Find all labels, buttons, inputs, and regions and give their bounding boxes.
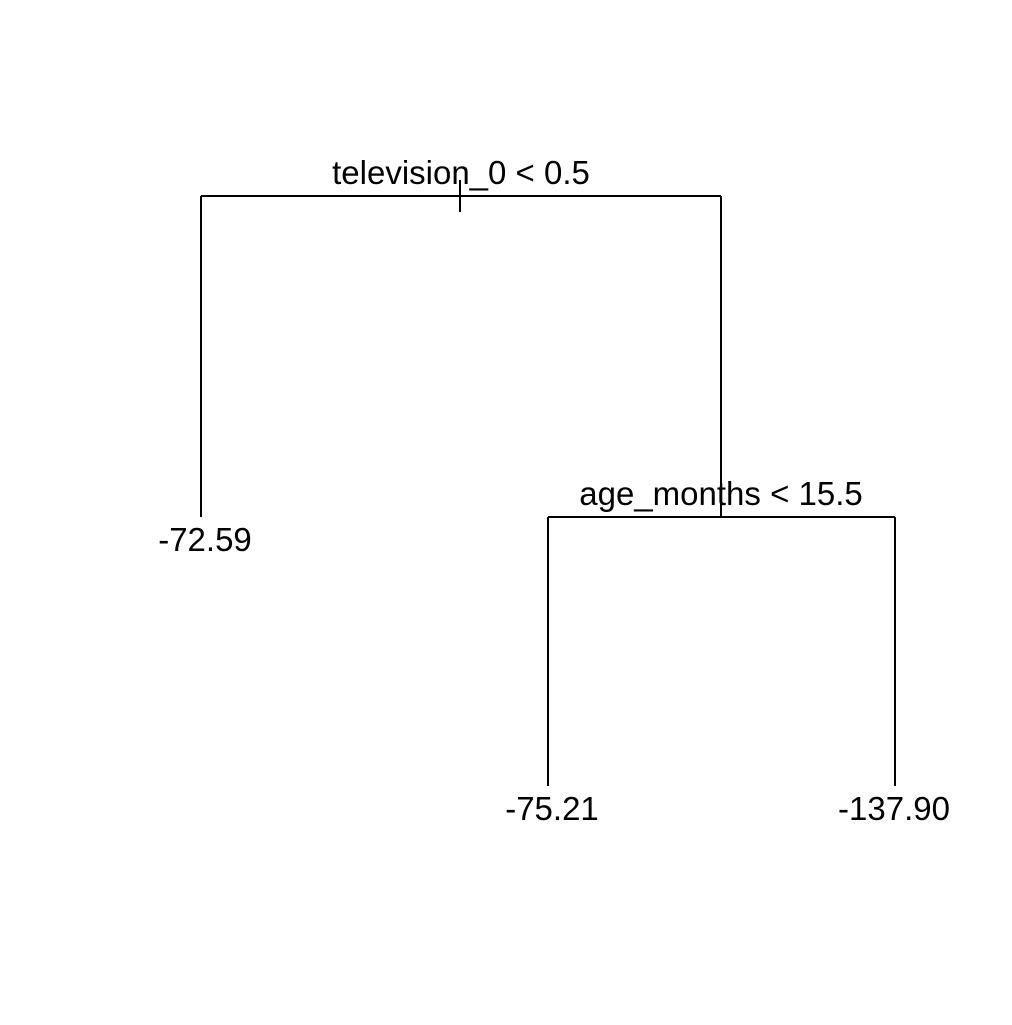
leaf-label-left: -72.59 <box>158 521 252 558</box>
root-node: television_0 < 0.5 <box>201 154 721 212</box>
root-split-label: television_0 < 0.5 <box>332 154 590 191</box>
leaf-label-right: -137.90 <box>838 790 950 827</box>
internal-split-label: age_months < 15.5 <box>579 475 862 512</box>
leaf-label-middle: -75.21 <box>505 790 599 827</box>
left-branch: -72.59 <box>158 196 252 558</box>
internal-node: age_months < 15.5 -75.21 -137.90 <box>505 475 950 827</box>
